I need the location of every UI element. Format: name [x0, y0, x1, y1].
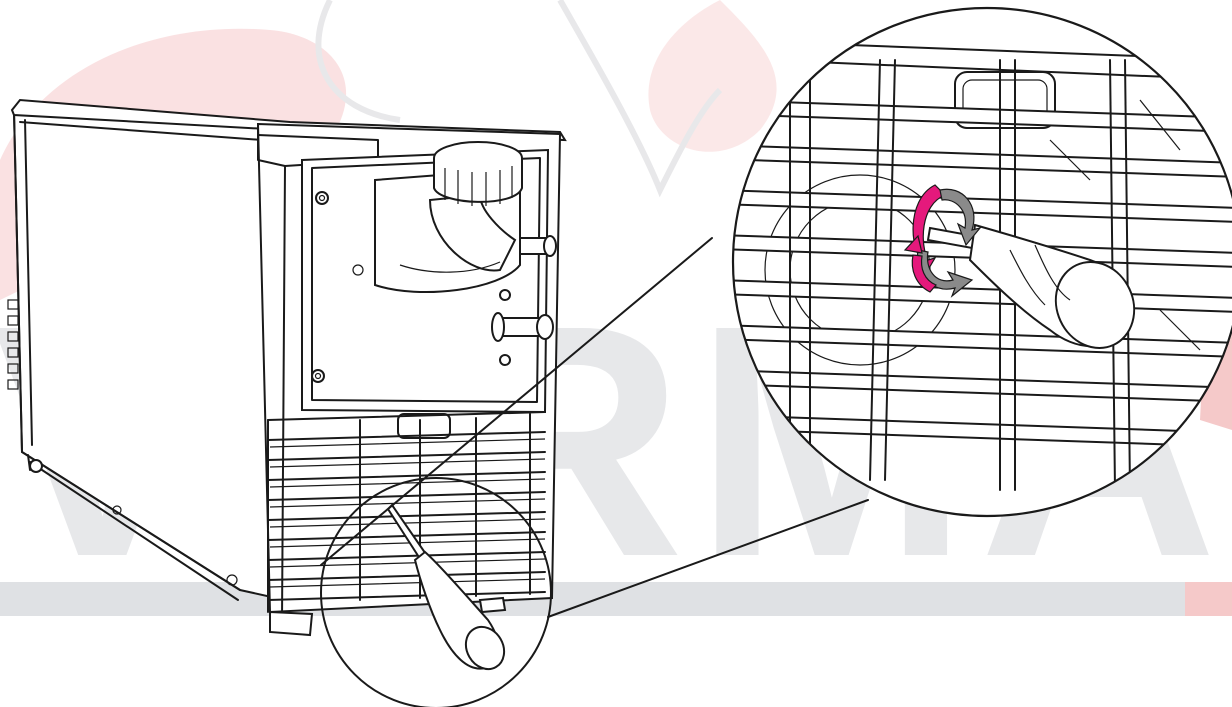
detail-callout [731, 6, 1232, 518]
screwdriver-icon [926, 223, 1136, 349]
unit-foot [478, 596, 507, 614]
rotation-arrow-icon [903, 184, 982, 298]
magnifier-circle-icon [320, 477, 552, 707]
watermark-arc [315, 0, 723, 198]
unit-housing-icon [7, 98, 567, 637]
fill-cap-icon [374, 141, 523, 294]
side-vent-notches [7, 299, 19, 390]
hose-fitting-icon [491, 235, 557, 342]
callout-leader-line [547, 499, 869, 618]
handle-slot [397, 413, 451, 439]
screwdriver-icon [386, 503, 506, 671]
watermark-blob-shape-2 [648, 0, 777, 152]
unit-foot [269, 610, 314, 637]
watermark-bar [0, 582, 1232, 616]
callout-leader-line [320, 237, 713, 566]
watermark-accent-block [1185, 582, 1232, 616]
